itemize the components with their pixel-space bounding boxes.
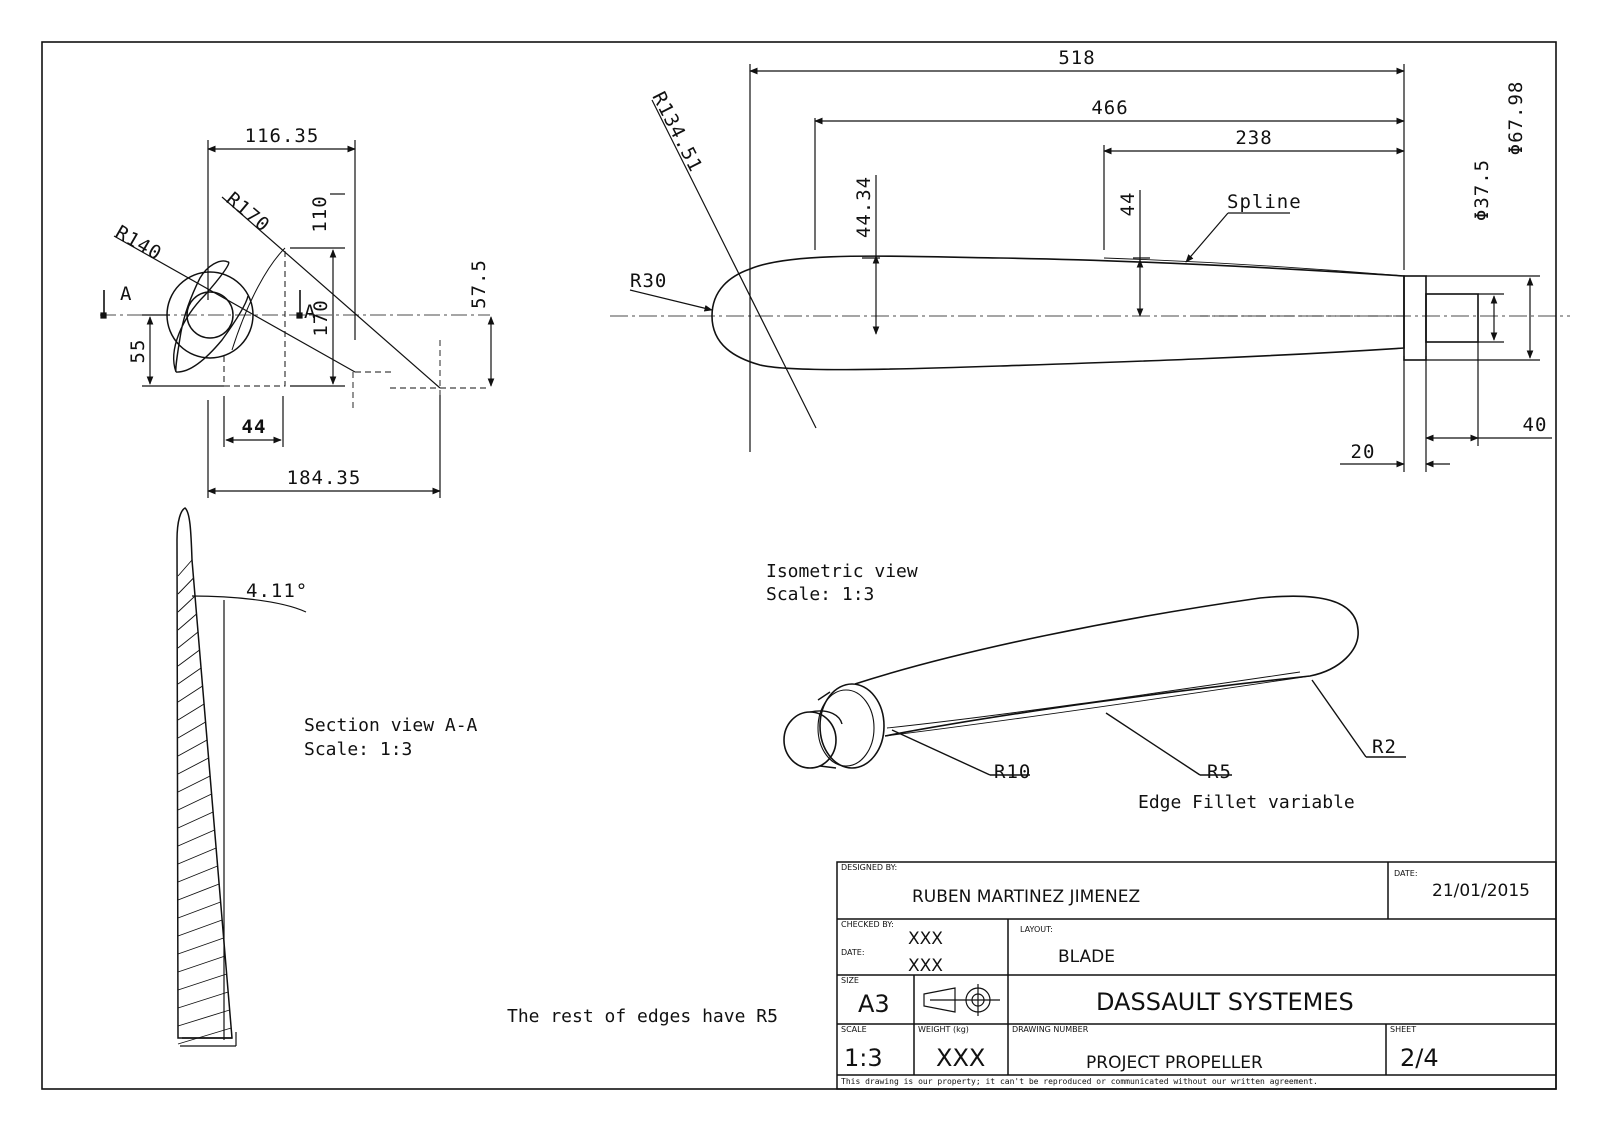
section-mark-a-left: A <box>120 283 132 305</box>
blade-outline <box>711 255 1405 371</box>
section-view <box>176 507 307 1047</box>
iso-title: Isometric view <box>766 561 918 582</box>
dim-55: 55 <box>127 339 149 364</box>
isometric-view <box>783 595 1406 776</box>
title-block <box>836 861 1557 1090</box>
isometric-view-labels: Isometric view Scale: 1:3 R2 R5 R10 Edge… <box>766 561 1397 813</box>
scale-value: 1:3 <box>844 1044 883 1072</box>
dim-110: 110 <box>309 195 331 232</box>
checked-date-value: XXX <box>908 956 943 976</box>
layout-label: LAYOUT: <box>1020 925 1053 934</box>
front-view-labels: 518 466 238 44.34 44 R134.51 R30 Spline … <box>630 47 1548 463</box>
iso-scale: Scale: 1:3 <box>766 584 874 605</box>
radius-30: R30 <box>630 270 667 292</box>
iso-hub-flange <box>819 683 885 769</box>
radius-10: R10 <box>994 761 1031 783</box>
dim-518: 518 <box>1058 47 1095 69</box>
dim-466: 466 <box>1091 97 1128 119</box>
radius-5: R5 <box>1207 761 1232 783</box>
dim-phi-67-98: Φ67.98 <box>1505 81 1527 156</box>
spline-label: Spline <box>1227 191 1302 213</box>
scale-label: SCALE <box>841 1025 867 1034</box>
dim-170-vertical: 170 <box>310 299 332 336</box>
edges-note: The rest of edges have R5 <box>507 1006 778 1027</box>
checked-by-value: XXX <box>908 929 943 949</box>
dim-238: 238 <box>1235 127 1272 149</box>
angle-4-11: 4.11° <box>246 580 308 602</box>
iso-blade-outline <box>854 595 1359 737</box>
blade-section-profile <box>173 260 230 373</box>
company-name: DASSAULT SYSTEMES <box>1096 988 1354 1016</box>
checked-date-label: DATE: <box>841 948 865 957</box>
drawing-number-label: DRAWING NUMBER <box>1012 1025 1089 1034</box>
section-outline <box>176 507 233 1039</box>
radius-170: R170 <box>222 188 274 237</box>
section-mark-a-right: A <box>304 301 316 323</box>
size-icon <box>923 984 1000 1016</box>
section-hatch <box>177 559 232 1045</box>
size-value: A3 <box>858 990 890 1018</box>
size-label: SIZE <box>841 976 859 985</box>
weight-label: WEIGHT (kg) <box>918 1025 969 1034</box>
section-view-labels: 4.11° Section view A-A Scale: 1:3 <box>246 580 478 760</box>
checked-by-label: CHECKED BY: <box>841 920 894 929</box>
dim-184: 184.35 <box>287 467 362 489</box>
dim-116: 116.35 <box>245 125 320 147</box>
radius-140: R140 <box>112 221 166 265</box>
dim-44-front: 44 <box>1117 192 1139 217</box>
hub-inner-circle <box>186 291 234 339</box>
layout-value: BLADE <box>1058 947 1115 967</box>
designer-name: RUBEN MARTINEZ JIMENEZ <box>912 887 1140 907</box>
date-label: DATE: <box>1394 869 1418 878</box>
weight-value: XXX <box>936 1044 985 1072</box>
top-view <box>100 140 495 498</box>
designed-by-label: DESIGNED BY: <box>841 863 897 872</box>
drawing-number: PROJECT PROPELLER <box>1086 1053 1263 1073</box>
dim-40: 40 <box>1523 414 1548 436</box>
dim-phi-37-5: Φ37.5 <box>1471 159 1493 221</box>
front-view <box>610 64 1570 472</box>
title-block-text: DESIGNED BY: RUBEN MARTINEZ JIMENEZ DATE… <box>841 863 1530 1086</box>
dim-44-top: 44 <box>242 416 267 438</box>
sheet-label: SHEET <box>1390 1025 1416 1034</box>
section-title: Section view A-A <box>304 715 478 736</box>
iso-hub-shaft <box>783 711 837 769</box>
disclaimer: This drawing is our property; it can't b… <box>841 1077 1318 1086</box>
sheet-border <box>41 41 1557 1090</box>
hub-flange <box>1403 275 1427 361</box>
drawing-date: 21/01/2015 <box>1432 881 1530 901</box>
dim-44-34: 44.34 <box>853 176 875 238</box>
section-scale: Scale: 1:3 <box>304 739 412 760</box>
fillet-note: Edge Fillet variable <box>1138 792 1355 813</box>
radius-2: R2 <box>1372 736 1397 758</box>
radius-134-51: R134.51 <box>648 88 707 176</box>
sheet-value: 2/4 <box>1400 1044 1439 1072</box>
hub-shaft <box>1425 293 1479 343</box>
dim-20: 20 <box>1351 441 1376 463</box>
dim-57-5: 57.5 <box>468 259 490 309</box>
